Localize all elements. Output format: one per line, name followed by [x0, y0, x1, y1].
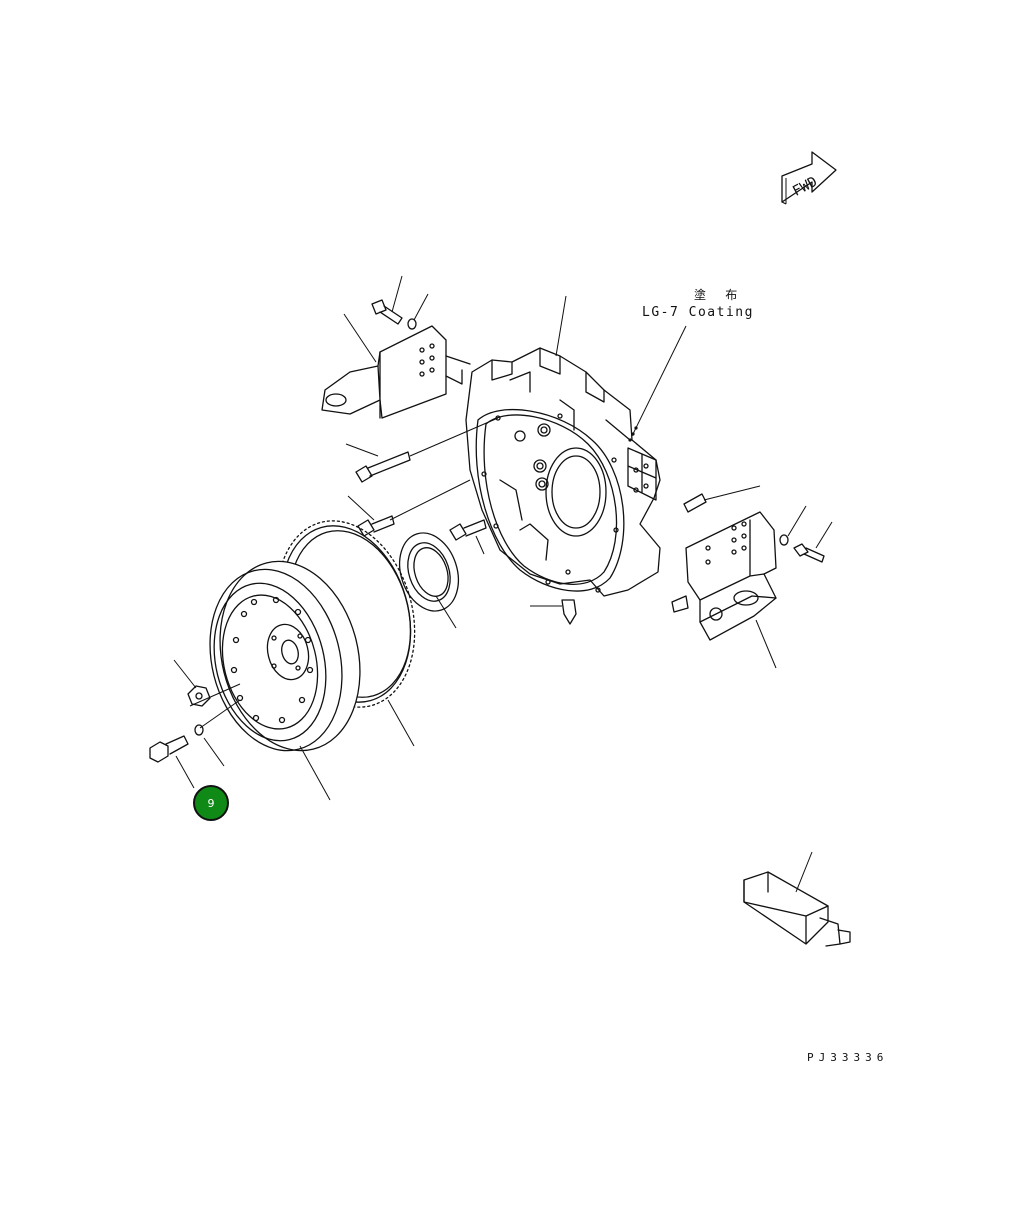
right-bracket-bolt: [779, 534, 825, 563]
part-callout-badge[interactable]: 9: [193, 785, 229, 821]
leader-lines: [173, 275, 833, 893]
bracket-bolt: [371, 299, 417, 330]
sensor-assembly: [743, 871, 851, 947]
drain-plug: [561, 599, 577, 625]
right-bracket: [671, 511, 777, 641]
part-callout-number: 9: [207, 796, 215, 810]
housing-long-bolt: [355, 451, 411, 483]
flywheel: [209, 560, 361, 752]
figure-id: PJ33336: [807, 1051, 889, 1064]
flywheel-washer: [194, 724, 204, 736]
oil-seal: [398, 532, 460, 612]
dowel-pin: [683, 493, 707, 513]
flywheel-housing: [465, 347, 661, 597]
housing-bolt-a: [357, 515, 395, 537]
flywheel-nut: [187, 685, 211, 707]
fwd-text: FWD: [790, 174, 820, 200]
upper-left-bracket: [321, 325, 471, 419]
coating-label-jp: 塗 布: [694, 288, 744, 302]
housing-bolt-b: [449, 519, 487, 541]
fwd-arrow-icon: FWD: [781, 151, 837, 205]
coating-label-en: LG-7 Coating: [642, 305, 754, 320]
flywheel-bolt: [149, 735, 189, 763]
